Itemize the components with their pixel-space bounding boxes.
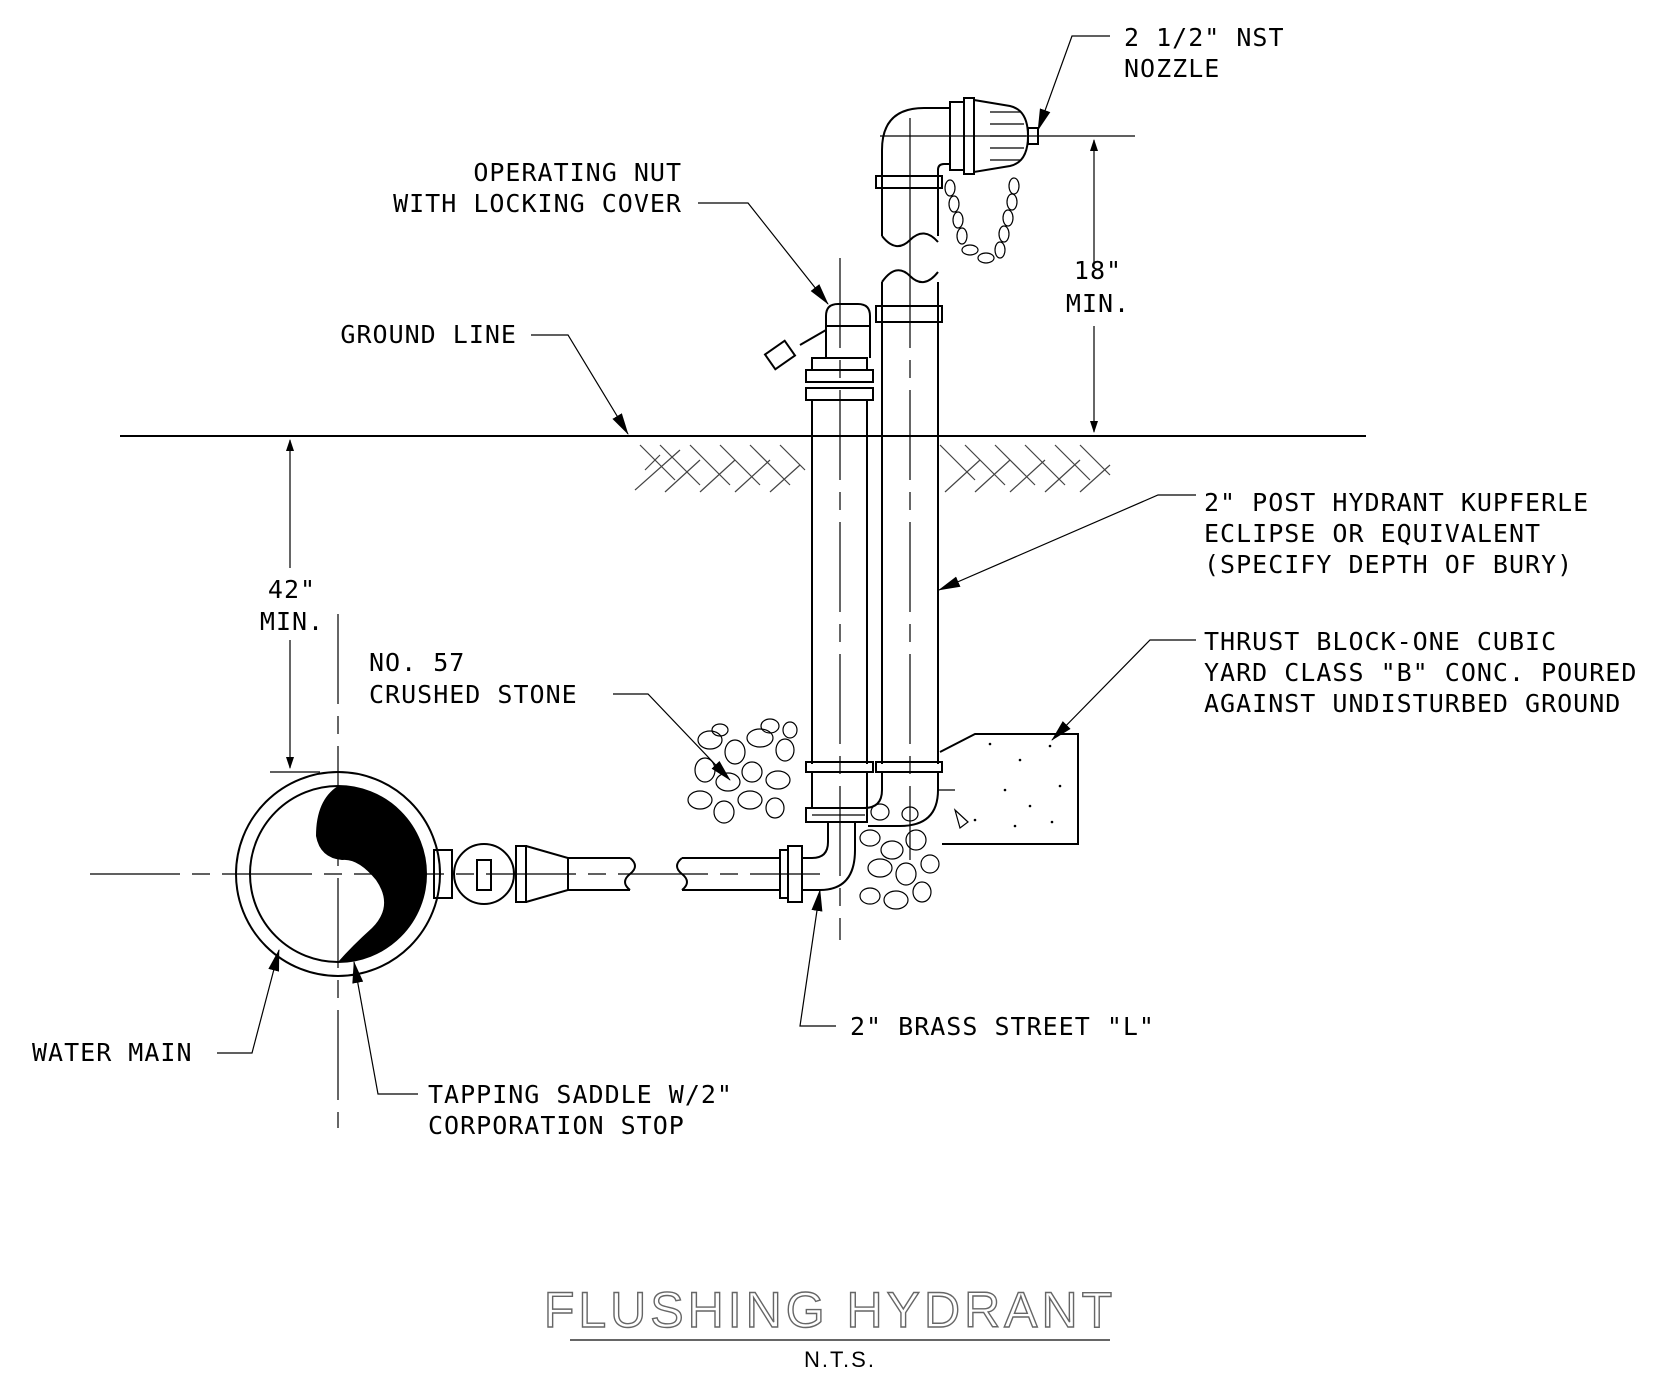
svg-text:2" BRASS STREET "L": 2" BRASS STREET "L" [850, 1012, 1155, 1041]
svg-text:CRUSHED STONE: CRUSHED STONE [369, 680, 578, 709]
soil-hatch-right [939, 444, 1111, 493]
svg-text:ECLIPSE OR EQUIVALENT: ECLIPSE OR EQUIVALENT [1204, 519, 1541, 548]
svg-text:OPERATING NUT: OPERATING NUT [473, 158, 682, 187]
label-crushed-stone: NO. 57 CRUSHED STONE [369, 648, 578, 709]
svg-text:(SPECIFY DEPTH OF BURY): (SPECIFY DEPTH OF BURY) [1204, 550, 1573, 579]
valve-body-tube [763, 258, 874, 940]
svg-text:THRUST BLOCK-ONE CUBIC: THRUST BLOCK-ONE CUBIC [1204, 627, 1557, 656]
riser-pipe [863, 258, 955, 860]
water-main-fill [316, 786, 426, 962]
thrust-block [939, 733, 1079, 845]
svg-text:CORPORATION STOP: CORPORATION STOP [428, 1111, 685, 1140]
label-dim-18: 18" MIN. [1066, 256, 1130, 318]
svg-text:NOZZLE: NOZZLE [1124, 54, 1220, 83]
dimension-42-min [270, 435, 320, 773]
svg-text:GROUND LINE: GROUND LINE [340, 320, 517, 349]
nozzle-assembly [875, 97, 1135, 264]
label-water-main: WATER MAIN [32, 1038, 193, 1067]
soil-hatch-left [634, 444, 806, 493]
label-post-hydrant: 2" POST HYDRANT KUPFERLE ECLIPSE OR EQUI… [1204, 488, 1589, 579]
service-pipe [90, 822, 856, 905]
crushed-stone [687, 718, 940, 910]
svg-text:AGAINST UNDISTURBED GROUND: AGAINST UNDISTURBED GROUND [1204, 689, 1621, 718]
svg-text:MIN.: MIN. [1066, 289, 1130, 318]
svg-text:WATER MAIN: WATER MAIN [32, 1038, 193, 1067]
label-operating-nut: OPERATING NUT WITH LOCKING COVER [393, 158, 682, 218]
svg-text:2" POST HYDRANT KUPFERLE: 2" POST HYDRANT KUPFERLE [1204, 488, 1589, 517]
scale-note: N.T.S. [804, 1347, 876, 1372]
label-brass-street-l: 2" BRASS STREET "L" [850, 1012, 1155, 1041]
label-ground-line: GROUND LINE [340, 320, 517, 349]
svg-text:2 1/2" NST: 2 1/2" NST [1124, 23, 1285, 52]
svg-text:NO. 57: NO. 57 [369, 648, 465, 677]
label-nozzle: 2 1/2" NST NOZZLE [1124, 23, 1285, 83]
label-thrust-block: THRUST BLOCK-ONE CUBIC YARD CLASS "B" CO… [1204, 627, 1637, 718]
drawing-title: FLUSHING HYDRANT [544, 1282, 1116, 1338]
svg-text:18": 18" [1074, 256, 1122, 285]
svg-text:YARD CLASS "B" CONC. POURED: YARD CLASS "B" CONC. POURED [1204, 658, 1637, 687]
svg-text:WITH LOCKING COVER: WITH LOCKING COVER [393, 189, 682, 218]
svg-text:MIN.: MIN. [260, 607, 324, 636]
svg-text:TAPPING SADDLE W/2": TAPPING SADDLE W/2" [428, 1080, 733, 1109]
leader-lines [217, 35, 1196, 1095]
label-tapping-saddle: TAPPING SADDLE W/2" CORPORATION STOP [428, 1080, 733, 1140]
svg-text:42": 42" [268, 575, 316, 604]
dimension-18-min [1050, 139, 1135, 437]
water-main [235, 614, 441, 1128]
label-dim-42: 42" MIN. [260, 575, 324, 636]
